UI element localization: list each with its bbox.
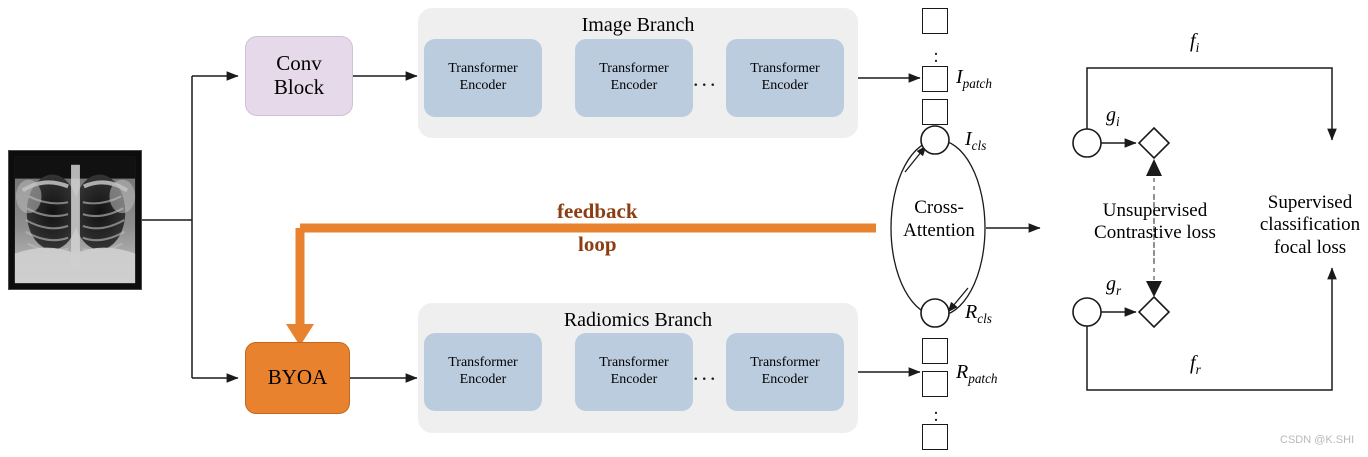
encoder-label-line2: Encoder [761,372,809,387]
radiomics-encoder-3: Transformer Encoder [726,333,844,411]
radiomics-cls-label: Rcls [965,301,992,327]
encoder-label-line2: Encoder [610,372,658,387]
radiomics-patch-token [922,338,948,364]
image-encoder-1: Transformer Encoder [424,39,542,117]
radiomics-patch-token [922,371,948,397]
image-patch-token [922,99,948,125]
supervised-loss-line2: classification [1259,214,1361,236]
f-i-label: fi [1190,30,1199,56]
byoa-node: BYOA [245,342,350,414]
radiomics-encoder-2: Transformer Encoder [575,333,693,411]
image-patch-vertical-dots: ... [933,39,939,74]
g-r-label: gr [1106,273,1121,299]
radiomics-patch-label-base: R [956,361,969,383]
supervised-loss-line1: Supervised [1267,192,1353,213]
encoder-label-line1: Transformer [750,61,820,77]
encoder-label-line2: Encoder [459,78,507,93]
image-branch-ellipsis: ... [693,66,719,91]
supervised-loss-line3: focal loss [1273,236,1347,258]
radiomics-patch-vertical-dots: ... [933,398,939,433]
radiomics-patch-label-sub: patch [968,371,998,386]
feedback-loop-label-line2: loop [578,232,617,256]
encoder-label-line1: Transformer [448,355,518,371]
cross-attention-line1: Cross- [914,197,964,218]
f-i-label-sub: i [1195,40,1200,55]
xray-artwork [9,151,141,289]
f-r-label: fr [1190,352,1201,378]
input-xray-image [8,150,142,290]
feedback-loop-label-line1: feedback [557,199,638,223]
byoa-label: BYOA [267,365,328,390]
encoder-label-line2: Encoder [761,78,809,93]
encoder-label-line2: Encoder [459,372,507,387]
g-r-label-sub: r [1116,283,1122,298]
radiomics-cls-label-base: R [965,301,978,323]
image-cls-label: Icls [965,128,986,154]
g-r-label-base: g [1106,273,1116,295]
radiomics-encoder-1: Transformer Encoder [424,333,542,411]
g-i-label: gi [1106,104,1120,130]
radiomics-branch-ellipsis: ... [693,360,719,385]
unsupervised-loss-line2: Contrastive loss [1094,222,1216,244]
encoder-label-line2: Encoder [610,78,658,93]
cross-attention-label: Cross- Attention [895,197,983,243]
image-branch-title: Image Branch [581,14,695,36]
f-r-label-sub: r [1195,362,1201,377]
encoder-label-line1: Transformer [599,61,669,77]
unsupervised-loss-label: Unsupervised Contrastive loss [1081,200,1229,245]
image-cls-label-base: I [965,128,972,150]
g-i-label-base: g [1106,104,1116,126]
radiomics-branch-title: Radiomics Branch [563,309,713,331]
unsupervised-loss-line1: Unsupervised [1102,200,1208,221]
f-i-label-base: f [1190,30,1196,52]
image-patch-label-base: I [956,66,963,88]
conv-block-label-line1: Conv [276,51,322,76]
image-patch-label: Ipatch [956,66,992,92]
supervised-loss-label: Supervised classification focal loss [1252,192,1368,259]
cross-attention-line2: Attention [903,219,975,241]
radiomics-cls-label-sub: cls [977,311,992,326]
conv-block-node: Conv Block [245,36,353,116]
radiomics-patch-token [922,424,948,450]
watermark: CSDN @K.SHI [1280,434,1355,446]
image-patch-token [922,66,948,92]
image-cls-label-sub: cls [971,138,987,153]
encoder-label-line1: Transformer [448,61,518,77]
image-patch-label-sub: patch [962,76,992,91]
image-patch-token [922,8,948,34]
conv-block-label-line2: Block [273,75,325,99]
encoder-label-line1: Transformer [750,355,820,371]
encoder-label-line1: Transformer [599,355,669,371]
radiomics-patch-label: Rpatch [956,361,998,387]
image-encoder-2: Transformer Encoder [575,39,693,117]
g-i-label-sub: i [1116,114,1120,129]
f-r-label-base: f [1190,352,1196,374]
image-encoder-3: Transformer Encoder [726,39,844,117]
